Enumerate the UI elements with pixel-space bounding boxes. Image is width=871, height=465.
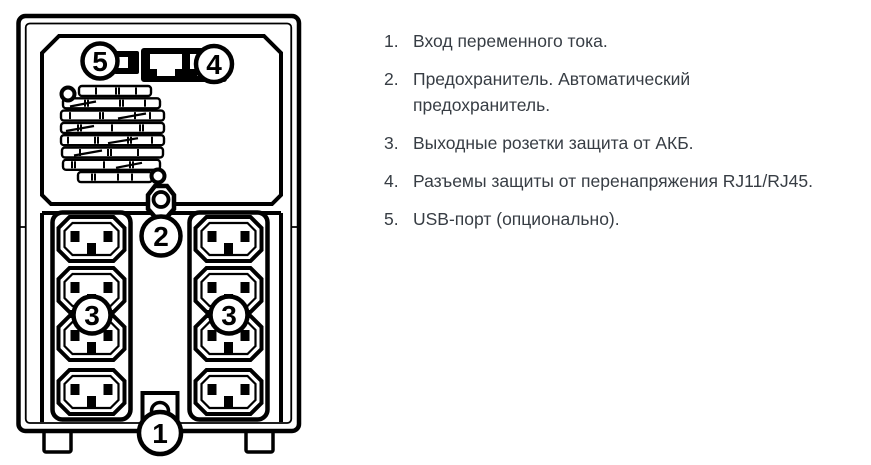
callout-3-left-badge: 3	[71, 294, 113, 336]
callout-3-number: 3	[221, 300, 237, 331]
legend-line: USB-порт (опционально).	[413, 209, 620, 229]
legend-line: Вход переменного тока.	[413, 31, 608, 51]
legend-item-4: 4. Разъемы защиты от перенапряжения RJ11…	[384, 168, 854, 194]
legend-line: Предохранитель. Автоматический	[413, 69, 691, 89]
legend-item-number: 1.	[384, 31, 399, 51]
legend-line: предохранитель.	[413, 95, 551, 115]
legend-item-number: 2.	[384, 69, 399, 89]
legend-item-text: Вход переменного тока.	[413, 28, 854, 54]
power-outlet-icon	[56, 215, 127, 263]
power-outlet-icon	[193, 368, 264, 416]
legend-list: 1. Вход переменного тока. 2. Предохранит…	[384, 28, 854, 244]
legend-line: Разъемы защиты от перенапряжения RJ11/RJ…	[413, 171, 813, 191]
legend-item-text: Выходные розетки защита от АКБ.	[413, 130, 854, 156]
legend-item-5: 5. USB-порт (опционально).	[384, 206, 854, 232]
callout-1-number: 1	[152, 418, 168, 449]
callout-5-number: 5	[92, 46, 108, 77]
callout-4-badge: 4	[193, 43, 235, 85]
legend-item-text: Разъемы защиты от перенапряжения RJ11/RJ…	[413, 168, 854, 194]
legend-item-number: 3.	[384, 133, 399, 153]
callout-2-badge: 2	[139, 214, 183, 258]
circuit-breaker-icon	[145, 183, 177, 220]
fan-grille-icon	[59, 84, 167, 185]
callout-3-right-badge: 3	[208, 294, 250, 336]
legend-item-1: 1. Вход переменного тока.	[384, 28, 854, 54]
legend-item-3: 3. Выходные розетки защита от АКБ.	[384, 130, 854, 156]
callout-3-number: 3	[84, 300, 100, 331]
ups-rear-panel-diagram: 5 4 3	[16, 13, 302, 457]
screw-icon	[59, 85, 77, 103]
legend-item-text: Предохранитель. Автоматический предохран…	[413, 66, 854, 118]
callout-5-badge: 5	[80, 41, 120, 81]
power-outlet-icon	[193, 215, 264, 263]
legend-item-number: 5.	[384, 209, 399, 229]
legend-item-2: 2. Предохранитель. Автоматический предох…	[384, 66, 854, 118]
power-outlet-icon	[56, 368, 127, 416]
legend-item-number: 4.	[384, 171, 399, 191]
callout-1-badge: 1	[136, 409, 184, 457]
screw-icon	[149, 167, 167, 185]
usb-port-icon	[114, 51, 139, 74]
callout-2-number: 2	[153, 221, 169, 252]
legend-item-text: USB-порт (опционально).	[413, 206, 854, 232]
legend-line: Выходные розетки защита от АКБ.	[413, 133, 694, 153]
callout-4-number: 4	[206, 49, 222, 80]
